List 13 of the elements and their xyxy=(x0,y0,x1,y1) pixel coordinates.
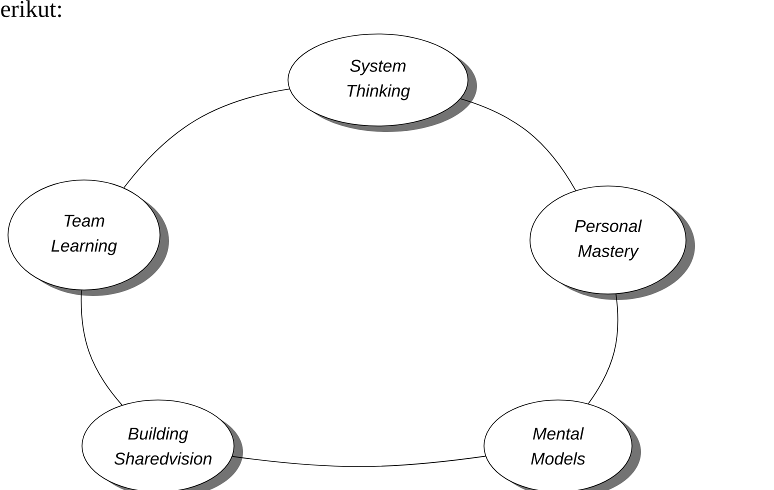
ellipse-node: Team Learning xyxy=(8,180,169,296)
connector-arc xyxy=(460,98,576,191)
ellipse-node: Building Sharedvision xyxy=(82,400,243,490)
connector-arc xyxy=(232,456,486,468)
intro-text: erikut: xyxy=(1,0,61,18)
ellipse-node: System Thinking xyxy=(288,34,477,132)
node-label: Mental Models xyxy=(531,427,586,465)
ellipse-node: Personal Mastery xyxy=(530,186,695,300)
connector-arc xyxy=(124,88,290,188)
connector-arc xyxy=(588,294,618,404)
node-label: Building Sharedvision xyxy=(114,427,212,465)
connector-arc xyxy=(80,290,122,406)
ellipse-node: Mental Models xyxy=(484,400,641,490)
